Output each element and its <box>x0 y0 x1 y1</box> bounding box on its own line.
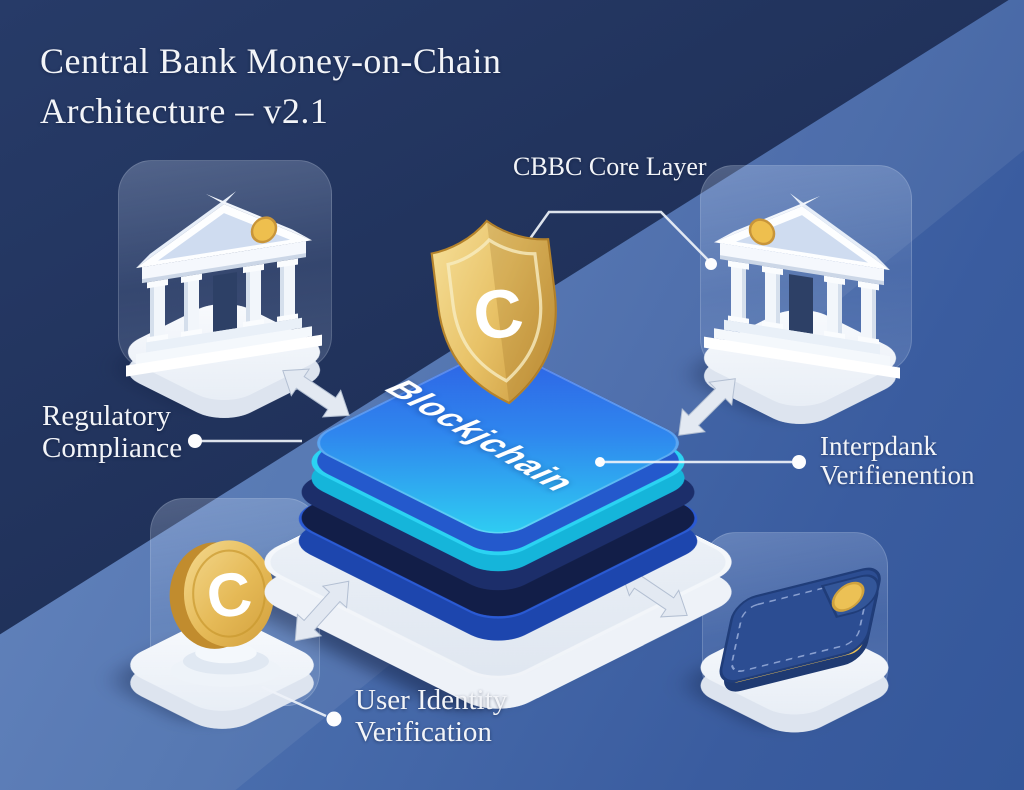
connector-dot-interbank-start <box>595 457 605 467</box>
arrow-coin-icon <box>294 580 350 642</box>
wallet-icon <box>719 567 881 692</box>
connector-dot-bank-right <box>705 258 717 270</box>
callout-regulatory: Regulatory Compliance <box>42 400 183 464</box>
callout-interbank: Interpdank Verifienention <box>820 431 975 490</box>
connector-dot-regulatory <box>188 434 202 448</box>
page-title: Central Bank Money-on-Chain Architecture… <box>40 36 501 136</box>
title-line-2: Architecture – v2.1 <box>40 91 329 131</box>
shield-icon: C <box>430 219 557 405</box>
connector-dot-user-identity <box>326 711 342 727</box>
connector-core-layer <box>520 210 712 264</box>
callout-core-layer: CBBC Core Layer <box>513 152 707 181</box>
coin-icon: C <box>169 540 282 687</box>
connector-user-identity <box>261 685 327 718</box>
arrow-bank-left-icon <box>282 368 350 418</box>
callout-user-identity: User Identity Verification <box>355 684 508 748</box>
connector-dot-interbank <box>792 455 806 469</box>
title-line-1: Central Bank Money-on-Chain <box>40 41 502 81</box>
shield-letter: C <box>469 274 527 355</box>
coin-letter: C <box>203 558 257 633</box>
arrow-bank-right-icon <box>678 378 736 436</box>
